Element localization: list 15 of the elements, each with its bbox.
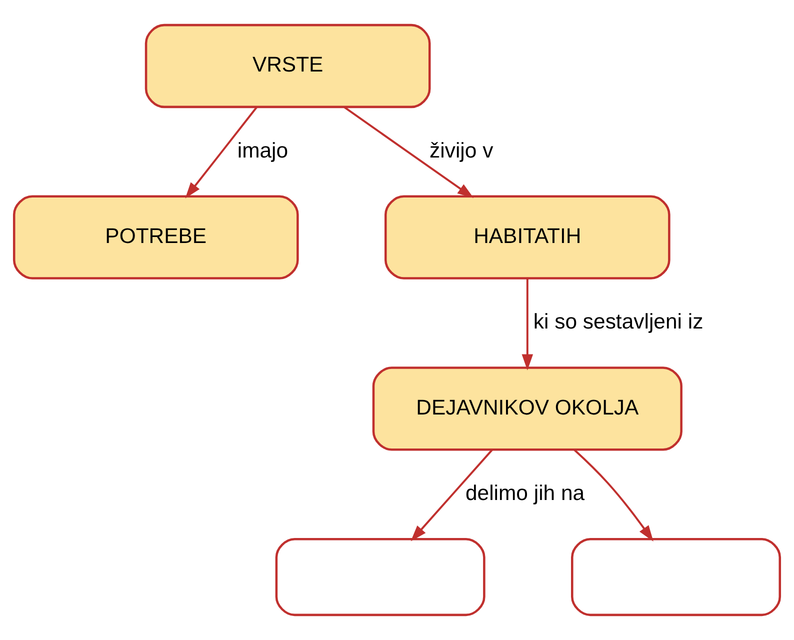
edge-label: imajo [237,139,288,162]
edge-label: delimo jih na [465,482,585,505]
node-box [571,538,782,616]
arrow [574,449,654,542]
node-box: POTREBE [12,195,299,280]
arrow [522,278,534,370]
edge-label: živijo v [430,139,494,162]
node-box: DEJAVNIKOV OKOLJA [372,366,682,451]
edge-label: ki so sestavljeni iz [533,310,704,334]
node-box [275,538,486,616]
arrow [343,106,474,198]
arrow [185,106,258,198]
node-box: HABITATIH [384,195,670,280]
arrow [410,449,493,542]
node-box: VRSTE [144,24,431,108]
